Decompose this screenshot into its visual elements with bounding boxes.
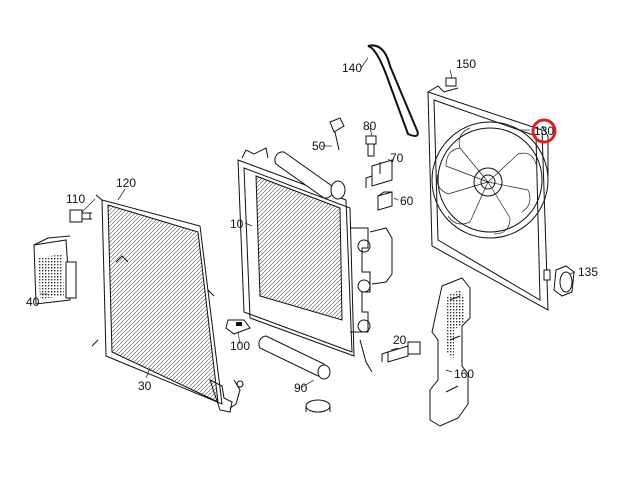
hose-50[interactable] [274,117,346,200]
bolt-110[interactable] [69,209,92,223]
bracket-70[interactable] [365,159,393,188]
clip-60[interactable] [377,191,393,211]
callout-90[interactable]: 90 [294,381,308,395]
drain-plug-20[interactable] [381,341,421,363]
callout-110[interactable]: 110 [66,192,85,206]
callout-50[interactable]: 50 [312,139,326,153]
callout-labels: 10 20 30 40 50 60 70 80 90 100 110 120 1… [26,57,598,395]
callout-70[interactable]: 70 [390,151,404,165]
leader-lines [40,57,576,388]
radiator[interactable] [237,147,393,373]
filter-cartridge-90[interactable] [258,335,331,413]
callout-160[interactable]: 160 [454,367,474,381]
callout-10[interactable]: 10 [230,217,244,231]
callout-120[interactable]: 120 [116,176,136,190]
fan-shroud-assembly[interactable] [427,77,551,311]
callout-20[interactable]: 20 [393,333,407,347]
receiver-drier[interactable] [33,235,77,305]
condenser[interactable] [91,194,244,413]
callout-150[interactable]: 150 [456,57,476,71]
belt-140[interactable] [367,44,419,137]
callout-80[interactable]: 80 [363,119,377,133]
callout-135[interactable]: 135 [578,265,598,279]
callout-60[interactable]: 60 [400,194,414,208]
highlight-ring [531,118,557,144]
seal-100[interactable] [225,319,251,335]
air-guide-160[interactable] [429,277,471,427]
callout-30[interactable]: 30 [138,379,152,393]
callout-100[interactable]: 100 [230,339,250,353]
callout-40[interactable]: 40 [26,295,40,309]
callout-140[interactable]: 140 [342,61,362,75]
callout-130[interactable]: 130 [534,124,554,138]
bolt-80[interactable] [365,135,377,157]
clip-135[interactable] [553,265,575,297]
